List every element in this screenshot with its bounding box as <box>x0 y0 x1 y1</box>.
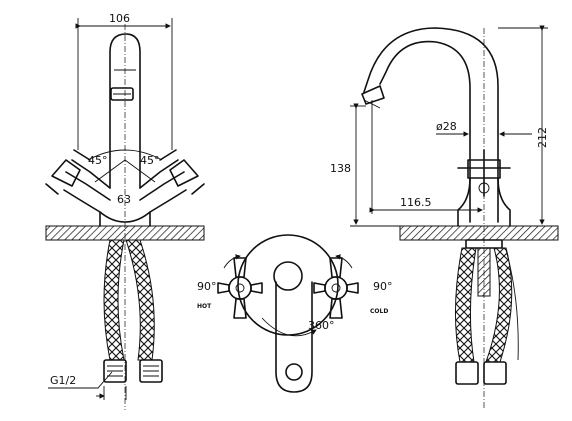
front-left-handle <box>65 159 111 201</box>
dim-side-height: 212 <box>536 127 549 148</box>
dim-spout-height: 138 <box>330 162 351 175</box>
side-hose-left <box>454 247 477 363</box>
front-aerator <box>110 87 134 101</box>
top-rotation: 360° <box>308 319 335 332</box>
top-view: 90° 90° 360° HOT COLD <box>197 234 393 393</box>
top-left-handle <box>217 257 263 319</box>
top-angle-right: 90° <box>373 280 393 293</box>
dim-reach: 116.5 <box>400 196 432 209</box>
dim-angle-left: 45° <box>88 154 108 167</box>
label-hot: HOT <box>197 303 212 310</box>
dim-front-width: 106 <box>109 12 130 25</box>
front-view: 106 45° 45° 63 G1/2 <box>45 12 205 410</box>
top-spout <box>275 281 313 393</box>
front-right-handle <box>139 159 185 201</box>
front-body <box>63 189 187 223</box>
dim-angle-right: 45° <box>140 154 160 167</box>
side-spout <box>379 40 471 223</box>
front-hose-left <box>103 239 125 361</box>
side-view: 212 138 ø28 116.5 <box>330 25 559 410</box>
dim-diameter: ø28 <box>436 120 457 133</box>
side-handle <box>457 149 511 197</box>
label-cold: COLD <box>370 308 388 315</box>
dim-thread: G1/2 <box>50 374 76 387</box>
dim-center: 63 <box>117 193 131 206</box>
front-hose-right <box>125 239 155 361</box>
side-counter <box>399 225 559 241</box>
front-spout <box>109 33 141 189</box>
top-angle-left: 90° <box>197 280 217 293</box>
